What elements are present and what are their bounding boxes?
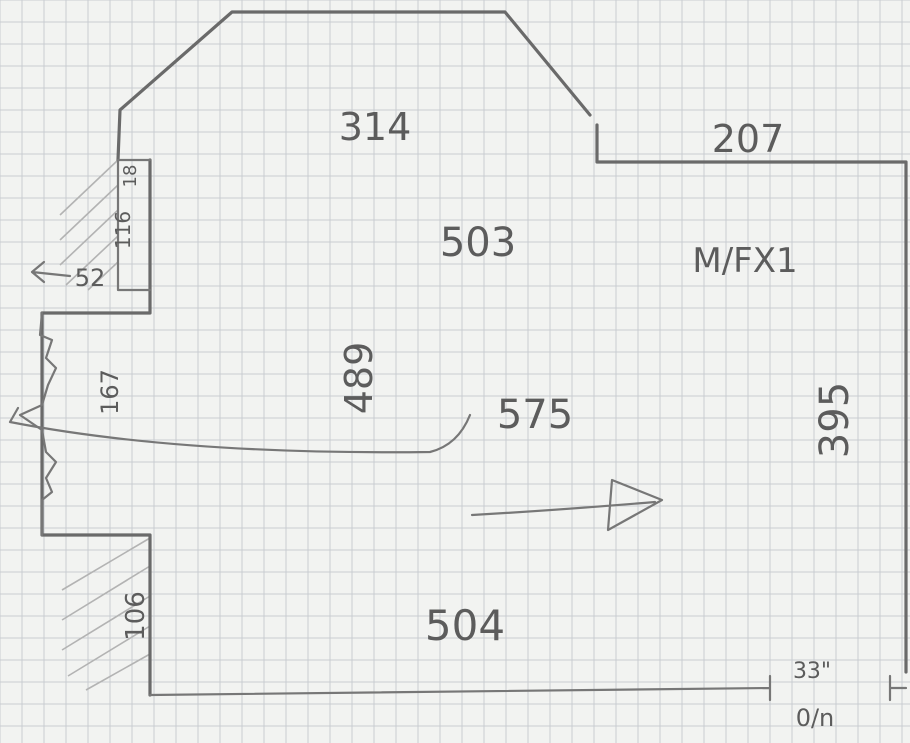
label-0n: 0/n xyxy=(796,704,835,732)
pipe-line xyxy=(8,406,472,454)
notch-outline xyxy=(116,158,152,292)
hatch-bottom-left xyxy=(61,537,151,691)
bottom-dimension-line xyxy=(148,674,908,702)
label-575: 575 xyxy=(497,392,573,438)
label-395: 395 xyxy=(812,382,858,458)
label-489: 489 xyxy=(337,342,381,415)
label-18: 18 xyxy=(120,165,141,188)
room-outline xyxy=(40,10,908,697)
label-504: 504 xyxy=(425,601,505,650)
label-207: 207 xyxy=(712,117,785,161)
arrow-52 xyxy=(30,260,72,284)
label-503: 503 xyxy=(440,220,516,266)
direction-arrow xyxy=(470,478,664,532)
label-33-inch: 33" xyxy=(793,659,831,684)
label-116: 116 xyxy=(111,211,135,249)
label-designation: M/FX1 xyxy=(692,241,797,281)
jagged-wall xyxy=(18,311,58,537)
label-167: 167 xyxy=(96,369,124,415)
label-106: 106 xyxy=(121,591,151,641)
hatch-top-left xyxy=(59,159,119,291)
label-52: 52 xyxy=(75,264,106,292)
label-314: 314 xyxy=(339,105,412,149)
